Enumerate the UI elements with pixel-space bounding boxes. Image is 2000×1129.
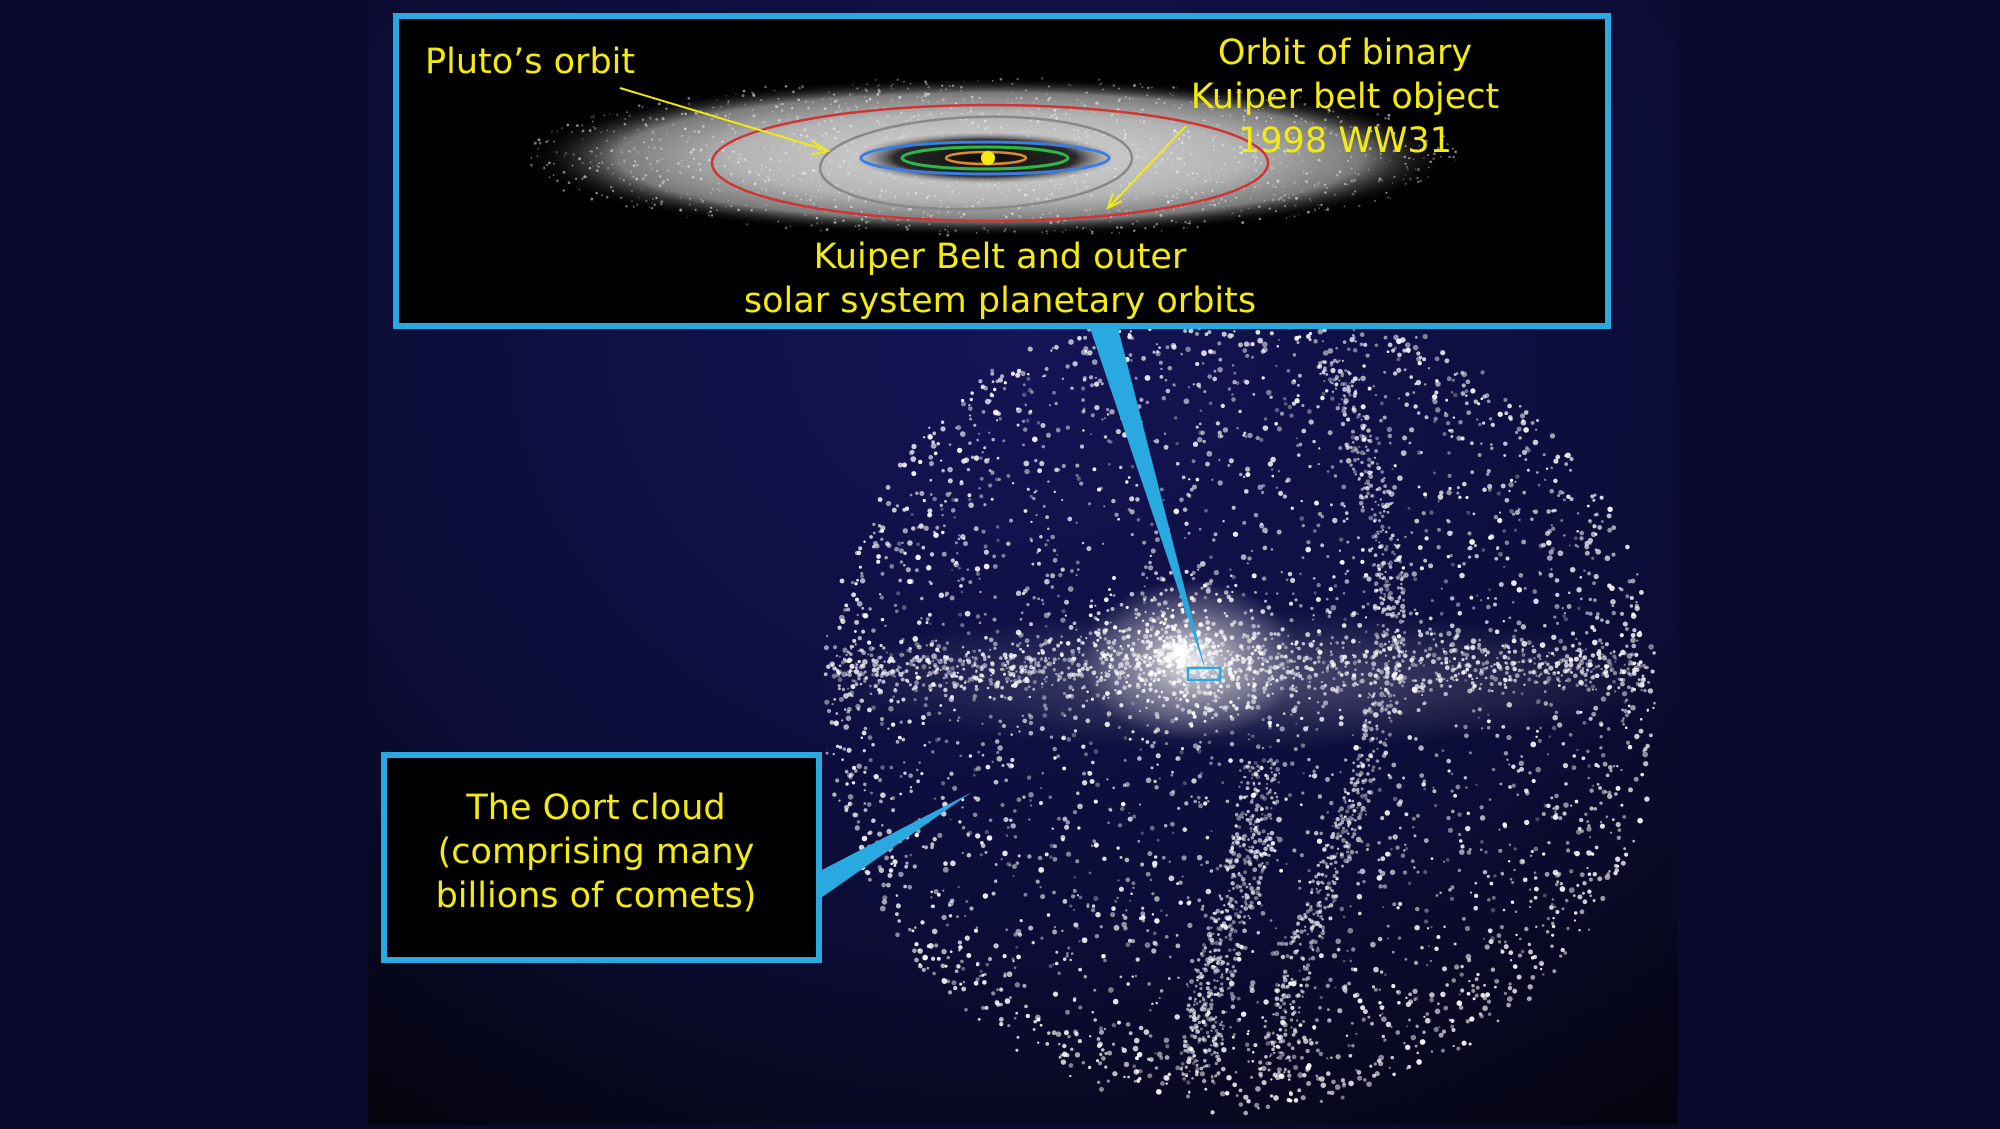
pluto-orbit-label: Pluto’s orbit: [425, 40, 635, 84]
inset-title: Kuiper Belt and outer solar system plane…: [700, 235, 1300, 323]
sun-icon: [981, 151, 995, 165]
binary-kbo-label-line-2: Kuiper belt object: [1150, 75, 1540, 119]
right-side-panel: [1678, 0, 2000, 1125]
inset-title-line-2: solar system planetary orbits: [700, 279, 1300, 323]
oort-label-line-1: The Oort cloud: [396, 786, 796, 830]
oort-label-line-2: (comprising many: [396, 830, 796, 874]
binary-kbo-label-line-1: Orbit of binary: [1150, 31, 1540, 75]
binary-kbo-label-line-3: 1998 WW31: [1150, 119, 1540, 163]
left-side-panel: [0, 0, 368, 1125]
oort-cloud-label: The Oort cloud (comprising many billions…: [396, 786, 796, 918]
pluto-orbit-label-text: Pluto’s orbit: [425, 40, 635, 84]
oort-label-line-3: billions of comets): [396, 874, 796, 918]
binary-kbo-orbit-label: Orbit of binary Kuiper belt object 1998 …: [1150, 31, 1540, 163]
inset-title-line-1: Kuiper Belt and outer: [700, 235, 1300, 279]
